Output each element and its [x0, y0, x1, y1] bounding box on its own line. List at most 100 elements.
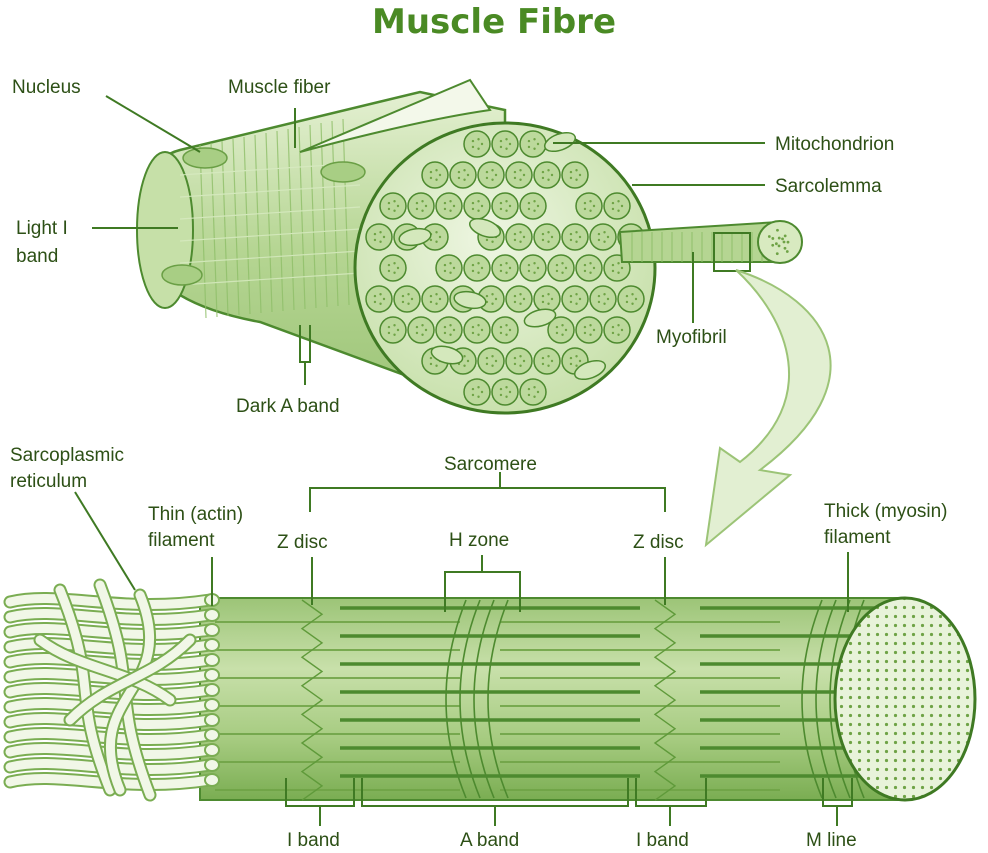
myofilament-dot	[505, 271, 508, 274]
myofilament-dot	[569, 362, 573, 366]
myofilament-dot	[589, 333, 592, 336]
myofilament-dot	[499, 207, 503, 211]
myofilament-dot	[550, 297, 554, 301]
myofibril-circle-outline	[533, 161, 561, 189]
myofilament-dot	[575, 231, 578, 234]
myofibril-circle-outline	[435, 316, 463, 344]
myofilament-dot	[617, 333, 620, 336]
myofilament-dot	[457, 170, 461, 174]
myofilament-dot	[547, 178, 550, 181]
myofilament-dot	[527, 201, 531, 205]
myofibril-circle-outline	[561, 161, 589, 189]
myofilament-dot	[499, 139, 503, 143]
myofilament-dot	[561, 333, 564, 336]
myofilament-dot	[382, 297, 386, 301]
myofilament-dot	[631, 293, 634, 296]
myofibril-circle-outline	[505, 223, 533, 251]
myofibril-circle-outline	[449, 161, 477, 189]
myofilament-dot	[449, 324, 452, 327]
band-arc	[445, 599, 467, 799]
sarcoplasmic-reticulum-network	[3, 578, 220, 802]
myofilament-dot	[603, 231, 606, 234]
myofilament-dot	[541, 356, 545, 360]
label-z-disc-right: Z disc	[633, 532, 684, 553]
myofilament-dot	[421, 324, 424, 327]
myofibril-circle	[589, 223, 617, 251]
myofilament-dot	[449, 262, 452, 265]
myofibril-end-dot	[771, 237, 775, 240]
myofilament-dot	[505, 333, 508, 336]
myofibril-circle	[533, 223, 561, 251]
myofilament-dot	[499, 269, 503, 273]
myofilament-dot	[471, 145, 475, 149]
label-i-band-right: I band	[636, 830, 689, 851]
myofibril-end-dots	[767, 228, 790, 256]
label-light-i-band-line2: band	[16, 246, 58, 267]
myofilament-dot	[491, 364, 494, 367]
myofilament-dot	[457, 176, 461, 180]
label-sarcomere: Sarcomere	[444, 454, 537, 475]
myofibril-end-dot	[783, 234, 787, 238]
myofilament-dot	[522, 173, 526, 177]
myofibril-circle	[575, 316, 603, 344]
label-m-line: M line	[806, 830, 857, 851]
myofilament-dot	[527, 263, 531, 267]
myofilament-dot	[533, 395, 536, 398]
myofilament-dot	[597, 300, 601, 304]
fiber-highlight-line	[179, 272, 361, 286]
band-arc	[473, 599, 495, 799]
myofibril-circle-outline	[463, 254, 491, 282]
myofilament-dot	[527, 393, 531, 397]
myofibril-circle-outline	[491, 192, 519, 220]
myofibril-end-dot	[774, 242, 778, 246]
myofibril-circle-outline	[421, 161, 449, 189]
myofilament-dot	[491, 355, 494, 358]
myofilament-dot	[435, 293, 438, 296]
myofilament-dot	[569, 176, 573, 180]
myofilament-dot	[452, 266, 456, 270]
myofibril-circle	[463, 130, 491, 158]
band-arc	[801, 599, 823, 799]
myofilament-dot	[477, 209, 480, 212]
myofilament-dot	[522, 359, 526, 363]
myofilament-dot	[555, 263, 559, 267]
myofilament-dot	[382, 235, 386, 239]
myofibril-circle-outline	[561, 285, 589, 313]
reticulum-tube	[5, 774, 215, 789]
myofilament-dot	[491, 293, 494, 296]
myofilament-dot	[569, 294, 573, 298]
myofilament-dot	[508, 204, 512, 208]
myofilament-dot	[373, 300, 377, 304]
myofilament-dot	[533, 262, 536, 265]
myofilament-dot	[480, 142, 484, 146]
label-thin-filament-line1: Thin (actin)	[148, 504, 243, 525]
mitochondria	[398, 131, 607, 381]
myofibril-circle	[603, 192, 631, 220]
myofilament-dot	[443, 201, 447, 205]
filament-lines	[215, 599, 880, 801]
myofilament-dot	[564, 266, 568, 270]
myofilament-dot	[603, 293, 606, 296]
myofilament-dot	[429, 238, 433, 242]
myofilament-dot	[480, 390, 484, 394]
myofilament-dot	[429, 170, 433, 174]
myofilament-dot	[477, 386, 480, 389]
myofilament-dot	[415, 201, 419, 205]
myofibril-circle-outline	[519, 130, 547, 158]
reticulum-tube-end	[204, 698, 220, 712]
myofilament-dot	[429, 294, 433, 298]
striation-line	[210, 142, 218, 318]
myofilament-dot	[393, 324, 396, 327]
myofilament-dot	[415, 331, 419, 335]
myofibril-circle-outline	[491, 254, 519, 282]
reticulum-tube-end	[204, 713, 220, 727]
myofilament-dot	[421, 200, 424, 203]
myofibril-end-dot	[767, 235, 771, 238]
myofilament-dot	[505, 200, 508, 203]
label-z-disc-left: Z disc	[277, 532, 328, 553]
myofibril-end-dot	[775, 252, 779, 256]
myofibril-circle	[561, 285, 589, 313]
label-dark-a-band: Dark A band	[236, 396, 340, 417]
myofilament-dot	[547, 169, 550, 172]
